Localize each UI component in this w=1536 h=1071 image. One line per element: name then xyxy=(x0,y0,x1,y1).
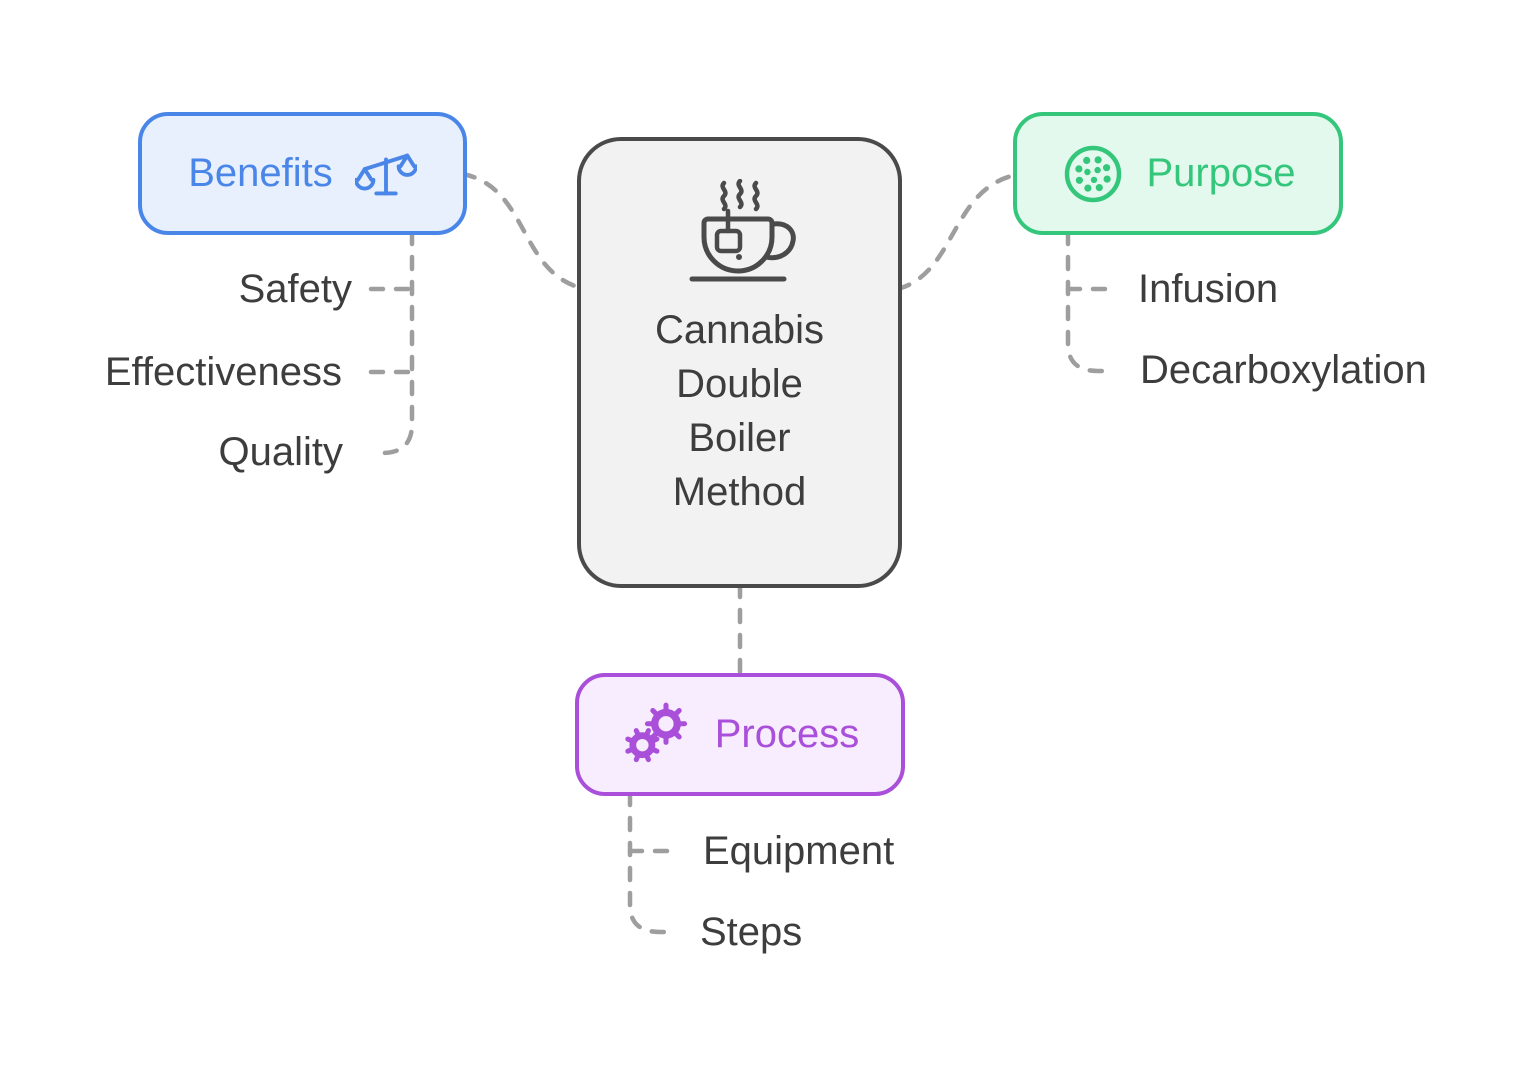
teacup-icon xyxy=(689,179,796,282)
sub-label-safety: Safety xyxy=(238,267,352,311)
sub-label-effectiveness: Effectiveness xyxy=(104,350,342,394)
sub-label-equipment: Equipment xyxy=(703,829,895,873)
central-title-line: Method xyxy=(672,470,807,514)
purpose-label: Purpose xyxy=(1146,151,1296,195)
gears-icon xyxy=(625,702,687,762)
purpose-node: Purpose xyxy=(1013,112,1343,235)
dotted-circle-icon xyxy=(1064,145,1121,202)
connector-purpose-branch xyxy=(1065,229,1109,374)
sub-label-steps: Steps xyxy=(700,910,803,954)
sub-label-infusion: Infusion xyxy=(1138,267,1279,311)
sub-label-decarboxylation: Decarboxylation xyxy=(1140,348,1427,392)
central-title-line: Cannabis xyxy=(654,308,824,352)
sub-label-quality: Quality xyxy=(218,430,344,474)
central-title-line: Boiler xyxy=(688,416,791,460)
process-node: Process xyxy=(575,673,905,796)
benefits-node: Benefits xyxy=(138,112,467,235)
benefits-label: Benefits xyxy=(188,151,333,195)
central-title-line: Double xyxy=(676,362,803,406)
connector-center-purpose xyxy=(895,171,1023,292)
process-label: Process xyxy=(714,712,860,756)
central-node: Cannabis Double Boiler Method xyxy=(577,137,902,588)
scale-icon xyxy=(354,153,417,195)
central-title: Cannabis Double Boiler Method xyxy=(655,303,824,519)
connector-benefits-branch xyxy=(371,229,415,456)
connector-process-branch xyxy=(627,790,671,935)
connector-benefits-center xyxy=(460,171,588,292)
